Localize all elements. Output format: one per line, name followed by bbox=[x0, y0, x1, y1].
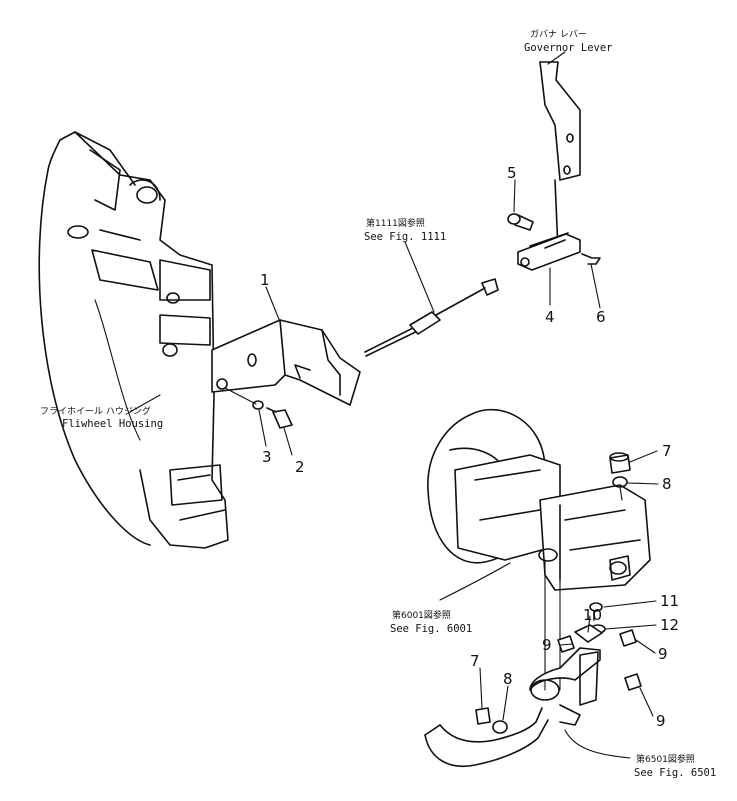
pin-part-5 bbox=[507, 213, 534, 231]
callout-numbers: 1 2 3 4 5 6 7 8 7 8 9 9 9 10 11 12 bbox=[260, 164, 679, 730]
callout-8-upper: 8 bbox=[662, 475, 672, 493]
bolt-part-2 bbox=[266, 407, 293, 429]
flywheel-housing-jp-label: フライホイール ハウジング bbox=[40, 405, 151, 417]
clevis-part-4 bbox=[517, 232, 581, 271]
callout-7-lower: 7 bbox=[470, 652, 480, 670]
callout-6: 6 bbox=[596, 308, 606, 326]
bracket-part-1 bbox=[211, 319, 361, 406]
callout-9-c: 9 bbox=[656, 712, 666, 730]
callout-7-upper: 7 bbox=[662, 442, 672, 460]
fig-6501-label: See Fig. 6501 bbox=[634, 767, 716, 779]
governor-lever bbox=[539, 51, 581, 251]
pump-assembly bbox=[427, 409, 651, 691]
bolt-part-11 bbox=[589, 602, 603, 621]
cotter-pin-part-6 bbox=[581, 253, 601, 265]
flywheel-housing bbox=[38, 131, 229, 549]
gasket-part-10 bbox=[574, 624, 603, 643]
washer-part-3 bbox=[252, 400, 264, 410]
hose bbox=[424, 707, 549, 767]
fitting-part-9-b bbox=[619, 629, 637, 647]
elbow-fitting bbox=[529, 647, 601, 726]
callout-5: 5 bbox=[507, 164, 517, 182]
callout-9-a: 9 bbox=[542, 636, 552, 654]
governor-lever-jp-label: ガバナ レバー bbox=[530, 29, 587, 40]
nut-part-7-upper bbox=[609, 452, 631, 474]
flywheel-housing-label: Fliwheel Housing bbox=[62, 418, 163, 430]
callout-4: 4 bbox=[545, 308, 555, 326]
fig-6001-jp-label: 第6001図参照 bbox=[392, 609, 451, 621]
washer-part-8-upper bbox=[612, 476, 628, 501]
fig-6001-label: See Fig. 6001 bbox=[390, 623, 472, 635]
washer-part-8-lower bbox=[492, 720, 508, 734]
fig-6501-jp-label: 第6501図参照 bbox=[636, 753, 695, 765]
fig-1111-label: See Fig. 1111 bbox=[364, 231, 446, 243]
fig-1111-jp-label: 第1111図参照 bbox=[366, 217, 425, 229]
callout-3: 3 bbox=[262, 448, 272, 466]
callout-10: 10 bbox=[583, 606, 602, 624]
callout-8-lower: 8 bbox=[503, 670, 513, 688]
callout-11: 11 bbox=[660, 592, 679, 610]
governor-lever-label: Governor Lever bbox=[524, 42, 613, 54]
control-cable bbox=[364, 241, 499, 357]
callout-1: 1 bbox=[260, 271, 270, 289]
annotation-labels: ガバナ レバー Governor Lever 第1111図参照 See Fig.… bbox=[40, 29, 716, 779]
nut-part-7-lower bbox=[475, 707, 491, 725]
fitting-part-9-c bbox=[624, 673, 642, 691]
leader-lines bbox=[129, 179, 659, 759]
callout-2: 2 bbox=[295, 458, 305, 476]
callout-9-b: 9 bbox=[658, 645, 668, 663]
callout-12: 12 bbox=[660, 616, 679, 634]
